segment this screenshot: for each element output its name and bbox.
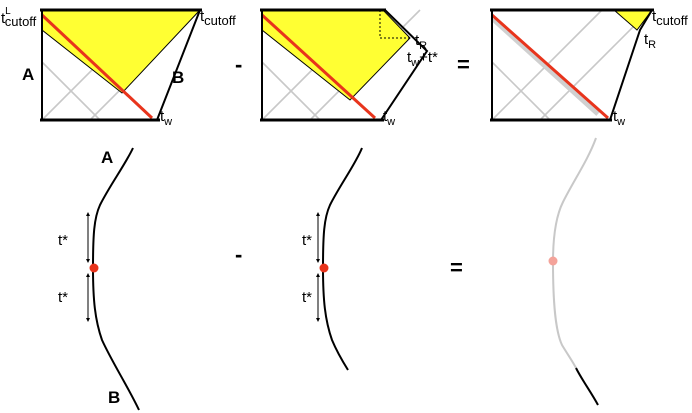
event-dot: [319, 263, 329, 273]
worldline-curve: [91, 147, 140, 411]
label-tstar-upper: t*: [302, 232, 312, 249]
grid-diagonal-3: [491, 61, 551, 121]
label-B: B: [108, 388, 120, 407]
yellow-region: [261, 9, 411, 101]
label-tw: tw: [383, 108, 395, 128]
worldline-curve: [321, 147, 363, 371]
red-line: [260, 13, 377, 120]
operator-equals-top: =: [457, 52, 470, 77]
label-A: A: [22, 65, 34, 84]
frame: [491, 9, 654, 121]
worldline-panel-2: t* t*: [302, 147, 363, 371]
operator-minus-bottom: -: [235, 242, 242, 267]
label-tR: tR: [415, 32, 427, 52]
operator-minus-top: -: [235, 52, 242, 77]
worldline-curve-remaining: [575, 367, 599, 406]
label-tcutoff-right: tcutoff: [200, 8, 236, 28]
event-dot-faded: [548, 256, 558, 266]
label-B: B: [172, 68, 184, 87]
event-dot: [89, 263, 99, 273]
label-tstar-lower: t*: [58, 289, 68, 306]
gray-strip: [491, 17, 600, 116]
red-line: [491, 13, 609, 120]
label-A: A: [101, 148, 113, 167]
penrose-panel-2: tR tw+t* tw: [260, 8, 438, 128]
label-tstar-upper: t*: [58, 232, 68, 249]
dotted-boundary: [379, 10, 410, 39]
grid-diagonal-3: [261, 61, 321, 121]
grid-diagonal-3: [41, 61, 101, 121]
penrose-panel-3: tcutoff tR tw: [490, 8, 688, 128]
label-tstar-lower: t*: [302, 289, 312, 306]
label-tR: tR: [644, 31, 656, 51]
label-tw-plus-tstar: tw+t*: [407, 49, 438, 69]
red-line: [40, 13, 154, 120]
label-tw: tw: [613, 108, 625, 128]
label-tcutoff: tcutoff: [652, 8, 688, 28]
worldline-panel-1: A B t* t*: [58, 147, 140, 411]
worldline-curve-faded: [551, 137, 597, 369]
worldline-panel-3: [548, 137, 599, 406]
label-tw: tw: [160, 108, 172, 128]
grid-diagonal-2: [539, 9, 651, 121]
operator-equals-bottom: =: [450, 255, 463, 280]
